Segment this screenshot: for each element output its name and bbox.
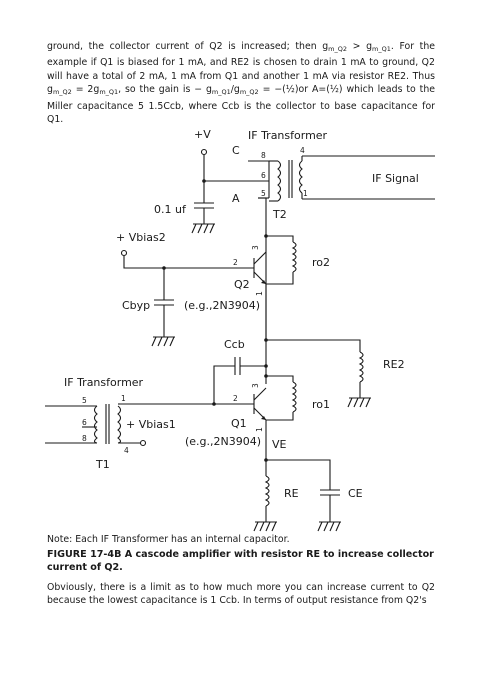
q1-pin-collector: 3 bbox=[251, 383, 260, 388]
t2-pin-4: 4 bbox=[300, 146, 305, 155]
t2-pin-6: 6 bbox=[261, 171, 266, 180]
cbyp-label: Cbyp bbox=[122, 299, 150, 312]
ve-label: VE bbox=[272, 438, 287, 451]
ground-icon bbox=[151, 336, 175, 347]
ground-icon bbox=[253, 521, 277, 532]
q1-collector bbox=[253, 387, 267, 401]
cascode-schematic: +V IF Transformer C A 8 6 5 4 1 IF Signa… bbox=[45, 128, 435, 532]
supply-label: +V bbox=[194, 128, 211, 141]
t2-pin-5: 5 bbox=[261, 189, 266, 198]
q2-pin-collector: 3 bbox=[251, 245, 260, 250]
figure-note: Note: Each IF Transformer has an interna… bbox=[47, 534, 290, 545]
decoupling-cap-label: 0.1 uf bbox=[154, 203, 187, 216]
ro1-label: ro1 bbox=[312, 398, 330, 411]
junction-dot bbox=[212, 402, 216, 406]
vbias1-label: + Vbias1 bbox=[126, 418, 176, 431]
wire bbox=[213, 365, 235, 404]
ro2-label: ro2 bbox=[312, 256, 330, 269]
wire bbox=[123, 256, 254, 269]
ground-icon bbox=[347, 397, 371, 408]
q1-pin-base: 2 bbox=[233, 394, 238, 403]
q1-part-label: (e.g.,2N3904) bbox=[185, 435, 261, 448]
ro2-resistor bbox=[291, 241, 297, 273]
re2-label: RE2 bbox=[383, 358, 405, 371]
q2-collector bbox=[253, 251, 267, 265]
supply-terminal bbox=[200, 148, 208, 156]
wire bbox=[266, 459, 331, 490]
ccb-label: Ccb bbox=[224, 338, 245, 351]
t2-pin-1: 1 bbox=[303, 189, 308, 198]
if-signal-label: IF Signal bbox=[372, 172, 419, 185]
t1-pin-4: 4 bbox=[124, 446, 129, 455]
body-paragraph-bottom: Obviously, there is a limit as to how mu… bbox=[47, 582, 435, 607]
ground-icon bbox=[317, 521, 341, 532]
re-resistor bbox=[264, 475, 270, 507]
transformer-left-title: IF Transformer bbox=[64, 376, 144, 389]
vbias2-terminal bbox=[120, 249, 128, 257]
ground-icon bbox=[191, 223, 215, 234]
t1-label: T1 bbox=[95, 458, 110, 471]
q1-pin-emitter: 1 bbox=[255, 427, 264, 432]
re-label: RE bbox=[284, 487, 299, 500]
t1-pin-5: 5 bbox=[82, 396, 87, 405]
wire bbox=[266, 412, 294, 421]
transformer-top-title: IF Transformer bbox=[248, 129, 328, 142]
wire bbox=[266, 339, 361, 352]
figure-caption: FIGURE 17-4B A cascode amplifier with re… bbox=[47, 549, 434, 573]
t1-primary-coil bbox=[93, 405, 98, 444]
wire bbox=[266, 235, 294, 242]
wire bbox=[266, 272, 294, 285]
t1-secondary-coil bbox=[117, 405, 122, 444]
q2-part-label: (e.g.,2N3904) bbox=[184, 299, 260, 312]
body-paragraph-top: ground, the collector current of Q2 is i… bbox=[47, 41, 435, 126]
vbias2-label: + Vbias2 bbox=[116, 231, 166, 244]
re2-resistor bbox=[358, 351, 364, 383]
t1-pin-8: 8 bbox=[82, 434, 87, 443]
t2-pin-8: 8 bbox=[261, 151, 266, 160]
t2-primary-coil bbox=[277, 160, 282, 202]
q2-label: Q2 bbox=[234, 278, 250, 291]
node-a-label: A bbox=[232, 192, 240, 205]
t1-pin-1: 1 bbox=[121, 394, 126, 403]
ce-label: CE bbox=[348, 487, 363, 500]
t2-secondary-coil bbox=[298, 160, 303, 194]
wire bbox=[266, 375, 294, 382]
node-c-label: C bbox=[232, 144, 240, 157]
vbias1-terminal bbox=[139, 439, 147, 447]
ro1-resistor bbox=[291, 381, 297, 413]
t2-label: T2 bbox=[272, 208, 287, 221]
q2-emitter-arrow bbox=[261, 280, 266, 284]
q1-emitter-arrow bbox=[261, 416, 266, 420]
t1-pin-6: 6 bbox=[82, 418, 87, 427]
q1-label: Q1 bbox=[231, 417, 247, 430]
q2-pin-base: 2 bbox=[233, 258, 238, 267]
q2-pin-emitter: 1 bbox=[255, 291, 264, 296]
